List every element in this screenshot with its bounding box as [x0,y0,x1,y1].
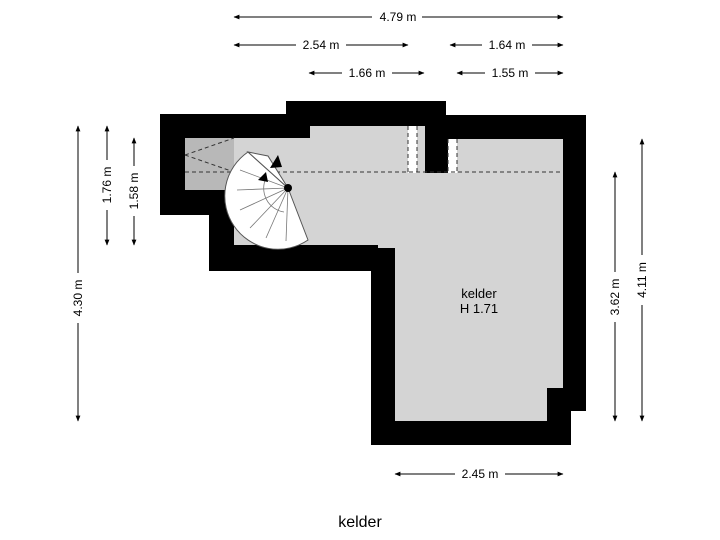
dim-top-total: 4.79 m [380,10,417,24]
alcove [185,138,234,190]
dim-top-right: 1.64 m [489,38,526,52]
dim-left-upper-1: 1.76 m [100,167,114,204]
dimension-labels: 4.79 m 2.54 m 1.64 m 1.66 m 1.55 m 2.45 … [70,9,650,482]
dim-top-left: 2.54 m [303,38,340,52]
dim-left-upper-2: 1.58 m [127,173,141,210]
floor-title: kelder [338,514,382,531]
opening-right [448,139,457,173]
room-height: H 1.71 [460,301,498,316]
dim-mid-left: 1.66 m [349,66,386,80]
stair-direction-arrow [270,155,282,168]
dim-mid-right: 1.55 m [492,66,529,80]
opening-left [408,126,417,173]
dim-left-outer: 4.30 m [71,280,85,317]
dim-bottom: 2.45 m [462,467,499,481]
dim-right-outer: 4.11 m [635,262,649,298]
stair-center-post [284,184,292,192]
dim-right-inner: 3.62 m [608,279,622,316]
spiral-staircase [224,151,309,250]
room-name: kelder [461,286,497,301]
